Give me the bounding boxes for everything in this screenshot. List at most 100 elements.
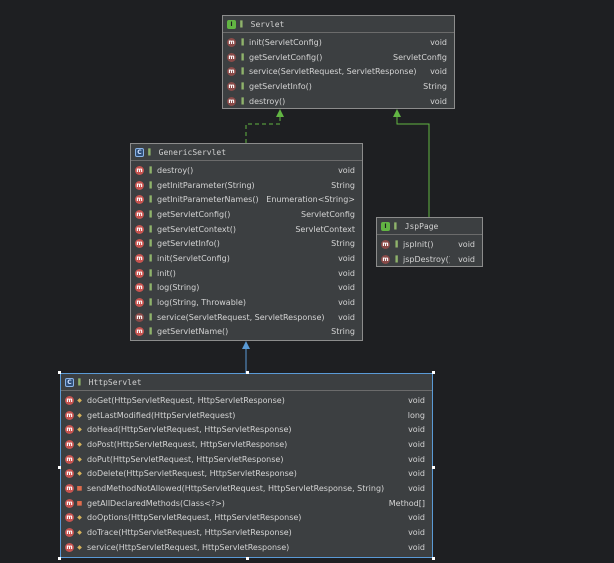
- class-header: C▐HttpServlet: [61, 374, 432, 391]
- selection-handle[interactable]: [432, 465, 435, 469]
- protected-visibility-icon: ◆: [77, 396, 82, 404]
- method-row[interactable]: m▐getServletInfo()String: [223, 79, 454, 94]
- method-row[interactable]: m◆doPost(HttpServletRequest, HttpServlet…: [61, 437, 432, 452]
- protected-visibility-icon: ◆: [77, 514, 82, 522]
- method-row[interactable]: m▐getInitParameter(String)String: [131, 178, 362, 193]
- abstract-class-icon: C: [65, 377, 74, 387]
- return-type: ServletContext: [295, 224, 355, 234]
- method-row[interactable]: m▐getServletConfig()ServletConfig: [223, 50, 454, 65]
- method-signature: getServletConfig(): [157, 209, 231, 219]
- abstract-method-icon: m: [135, 312, 144, 322]
- public-visibility-icon: ▐: [147, 299, 152, 307]
- method-row[interactable]: m◆doPut(HttpServletRequest, HttpServletR…: [61, 452, 432, 467]
- abstract-method-icon: m: [227, 67, 236, 77]
- public-visibility-icon: ▐: [239, 82, 244, 90]
- abstract-method-icon: m: [227, 52, 236, 62]
- private-visibility-icon: ■: [76, 484, 83, 492]
- method-row[interactable]: m◆doGet(HttpServletRequest, HttpServletR…: [61, 393, 432, 408]
- return-type: void: [408, 542, 425, 552]
- protected-visibility-icon: ◆: [77, 543, 82, 551]
- method-row[interactable]: m◆doHead(HttpServletRequest, HttpServlet…: [61, 422, 432, 437]
- method-signature: getServletContext(): [157, 224, 237, 234]
- method-signature: getServletInfo(): [157, 239, 220, 249]
- method-icon: m: [65, 542, 74, 552]
- method-row[interactable]: m▐destroy()void: [223, 94, 454, 109]
- method-row[interactable]: m▐getInitParameterNames()Enumeration<Str…: [131, 192, 362, 207]
- class-title: JspPage: [404, 221, 439, 231]
- class-header: I▐ JspPage: [377, 218, 482, 235]
- method-row[interactable]: m◆service(HttpServletRequest, HttpServle…: [61, 540, 432, 555]
- protected-visibility-icon: ◆: [77, 470, 82, 478]
- method-icon: m: [65, 498, 74, 508]
- method-row[interactable]: m▐log(String, Throwable)void: [131, 295, 362, 310]
- public-visibility-icon: ▐: [147, 269, 152, 277]
- method-signature: doTrace(HttpServletRequest, HttpServletR…: [87, 528, 292, 538]
- method-row[interactable]: m■getAllDeclaredMethods(Class<?>)Method[…: [61, 496, 432, 511]
- selection-handle[interactable]: [58, 557, 61, 560]
- return-type: void: [338, 298, 355, 308]
- method-signature: getInitParameter(String): [157, 180, 255, 190]
- method-row[interactable]: m▐service(ServletRequest, ServletRespons…: [131, 310, 362, 325]
- selection-handle[interactable]: [432, 557, 435, 560]
- selection-handle[interactable]: [58, 465, 61, 469]
- method-row[interactable]: m▐init(ServletConfig)void: [131, 251, 362, 266]
- public-visibility-icon: ▐: [146, 148, 151, 156]
- selection-handle[interactable]: [58, 371, 61, 374]
- method-row[interactable]: m▐service(ServletRequest, ServletRespons…: [223, 64, 454, 79]
- abstract-method-icon: m: [381, 254, 390, 264]
- method-row[interactable]: m▐getServletName()String: [131, 325, 362, 340]
- abstract-method-icon: m: [227, 37, 236, 47]
- public-visibility-icon: ▐: [147, 254, 152, 262]
- method-row[interactable]: m■sendMethodNotAllowed(HttpServletReques…: [61, 481, 432, 496]
- return-type: long: [407, 410, 425, 420]
- public-visibility-icon: ▐: [76, 378, 81, 386]
- method-row[interactable]: m◆doTrace(HttpServletRequest, HttpServle…: [61, 525, 432, 540]
- method-row[interactable]: m▐jspInit()void: [377, 237, 482, 252]
- return-type: String: [331, 239, 355, 249]
- method-list: m◆doGet(HttpServletRequest, HttpServletR…: [61, 391, 432, 555]
- method-row[interactable]: m◆doOptions(HttpServletRequest, HttpServ…: [61, 511, 432, 526]
- method-signature: getAllDeclaredMethods(Class<?>): [87, 498, 225, 508]
- public-visibility-icon: ▐: [238, 20, 243, 28]
- public-visibility-icon: ▐: [392, 222, 397, 230]
- method-signature: jspInit(): [403, 239, 434, 249]
- method-row[interactable]: m▐getServletContext()ServletContext: [131, 222, 362, 237]
- method-row[interactable]: m▐log(String)void: [131, 281, 362, 296]
- method-icon: m: [135, 268, 144, 278]
- method-icon: m: [65, 439, 74, 449]
- method-signature: log(String, Throwable): [157, 298, 247, 308]
- selection-handle[interactable]: [432, 371, 435, 374]
- method-row[interactable]: m▐jspDestroy()void: [377, 252, 482, 267]
- method-row[interactable]: m▐init(ServletConfig)void: [223, 35, 454, 50]
- method-signature: doHead(HttpServletRequest, HttpServletRe…: [87, 425, 292, 435]
- return-type: Method[]: [388, 498, 425, 508]
- method-row[interactable]: m▐getServletConfig()ServletConfig: [131, 207, 362, 222]
- selection-handle[interactable]: [245, 557, 249, 560]
- return-type: ServletConfig: [301, 209, 355, 219]
- selection-handle[interactable]: [245, 371, 249, 374]
- method-icon: m: [65, 469, 74, 479]
- return-type: void: [408, 513, 425, 523]
- public-visibility-icon: ▐: [393, 255, 398, 263]
- method-row[interactable]: m◆doDelete(HttpServletRequest, HttpServl…: [61, 466, 432, 481]
- return-type: void: [408, 469, 425, 479]
- method-row[interactable]: m▐getServletInfo()String: [131, 236, 362, 251]
- method-signature: destroy(): [157, 165, 194, 175]
- method-row[interactable]: m◆getLastModified(HttpServletRequest)lon…: [61, 408, 432, 423]
- method-icon: m: [135, 209, 144, 219]
- return-type: String: [331, 180, 355, 190]
- method-row[interactable]: m▐destroy()void: [131, 163, 362, 178]
- protected-visibility-icon: ◆: [77, 529, 82, 537]
- abstract-class-icon: C: [135, 147, 144, 157]
- method-signature: init(ServletConfig): [157, 253, 230, 263]
- return-type: void: [338, 312, 355, 322]
- method-signature: doGet(HttpServletRequest, HttpServletRes…: [87, 395, 285, 405]
- interface-icon: I: [381, 221, 390, 231]
- method-row[interactable]: m▐init()void: [131, 266, 362, 281]
